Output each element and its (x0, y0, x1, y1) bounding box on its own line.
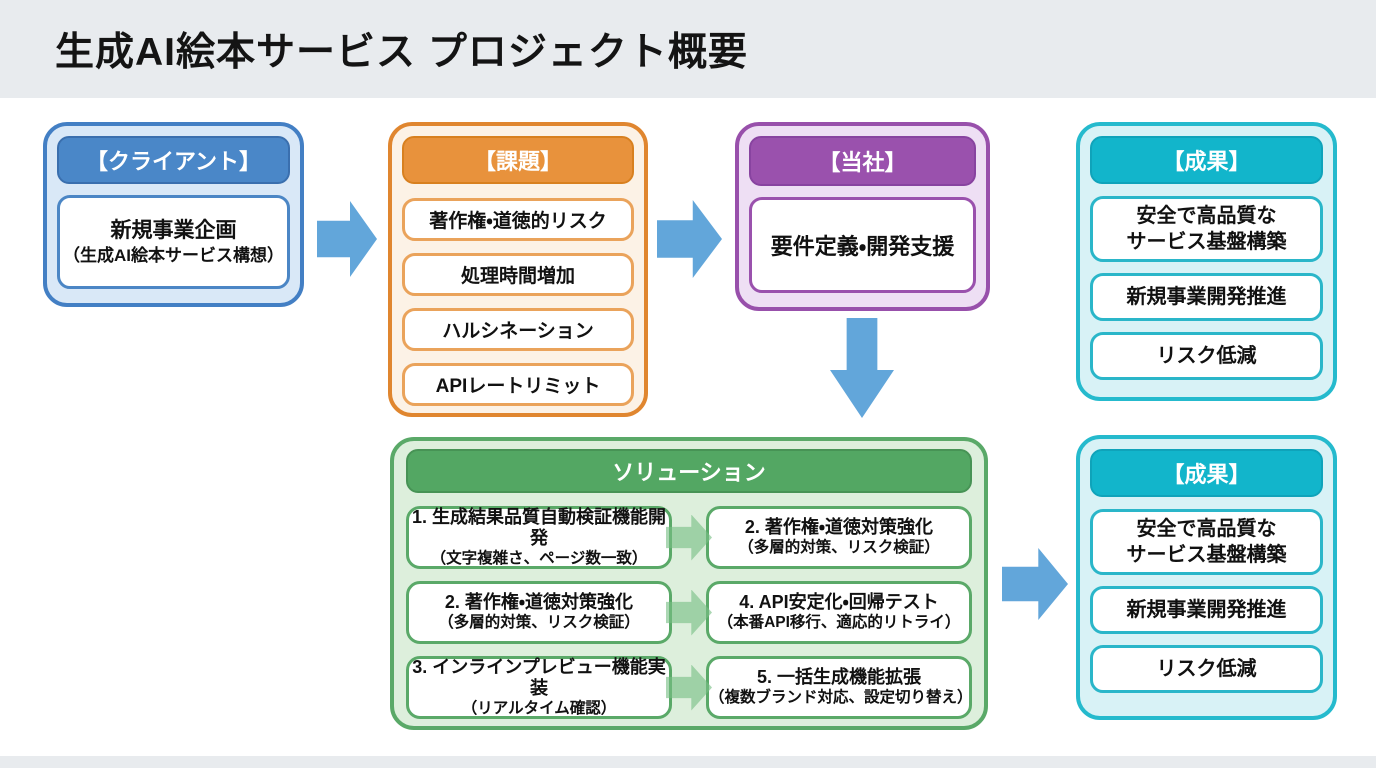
solution-item-subtitle: （複数ブランド対応、設定切り替え） (709, 689, 973, 706)
solution-item-2: 2. 著作権・道徳対策強化 （多層的対策、リスク検証） (706, 506, 972, 569)
solution-grid: 1. 生成結果品質自動検証機能開発 （文字複雑さ、ページ数一致） 2. 著作権・… (406, 506, 973, 719)
arrow-right-icon (317, 201, 377, 277)
solution-item-subtitle: （本番API移行、適応的リトライ） (717, 614, 961, 631)
result-item: リスク低減 (1090, 645, 1323, 693)
solution-item-title: 2. 著作権・道徳対策強化 (444, 592, 634, 613)
solution-item-title: 4. API安定化・回帰テスト (739, 592, 939, 613)
solution-item-3: 2. 著作権・道徳対策強化 （多層的対策、リスク検証） (406, 581, 672, 644)
results-top-card: 【成果】 安全で高品質な サービス基盤構築 新規事業開発推進 リスク低減 (1076, 122, 1337, 401)
arrow-down-icon (830, 318, 894, 418)
company-card: 【当社】 要件定義・開発支援 (735, 122, 990, 311)
solution-header: ソリューション (406, 449, 972, 493)
issues-card-header: 【課題】 (402, 136, 634, 184)
issues-card: 【課題】 著作権・道徳的リスク 処理時間増加 ハルシネーション APIレートリミ… (388, 122, 648, 417)
solution-item-5: 3. インラインプレビュー機能実装 （リアルタイム確認） (406, 656, 672, 719)
solution-card: ソリューション 1. 生成結果品質自動検証機能開発 （文字複雑さ、ページ数一致）… (390, 437, 988, 730)
issue-item: APIレートリミット (402, 363, 634, 406)
client-card-body: 新規事業企画 （生成AI絵本サービス構想） (57, 195, 290, 289)
client-body-title: 新規事業企画 (110, 219, 237, 243)
issue-item: ハルシネーション (402, 308, 634, 351)
result-item: 安全で高品質な サービス基盤構築 (1090, 509, 1323, 575)
arrow-right-icon (1002, 548, 1068, 620)
company-card-header: 【当社】 (749, 136, 976, 186)
bottom-band (0, 756, 1376, 768)
issue-item: 処理時間増加 (402, 253, 634, 296)
results-bottom-header: 【成果】 (1090, 449, 1323, 497)
solution-item-title: 3. インラインプレビュー機能実装 (412, 656, 666, 699)
solution-item-title: 2. 著作権・道徳対策強化 (744, 517, 934, 538)
solution-item-1: 1. 生成結果品質自動検証機能開発 （文字複雑さ、ページ数一致） (406, 506, 672, 569)
result-item: リスク低減 (1090, 332, 1323, 380)
solution-item-6: 5. 一括生成機能拡張 （複数ブランド対応、設定切り替え） (706, 656, 973, 719)
company-card-body: 要件定義・開発支援 (749, 197, 976, 293)
result-item: 新規事業開発推進 (1090, 586, 1323, 634)
solution-item-subtitle: （多層的対策、リスク検証） (438, 614, 640, 631)
solution-item-subtitle: （多層的対策、リスク検証） (738, 539, 940, 556)
solution-item-4: 4. API安定化・回帰テスト （本番API移行、適応的リトライ） (706, 581, 972, 644)
client-card: 【クライアント】 新規事業企画 （生成AI絵本サービス構想） (43, 122, 304, 307)
solution-item-subtitle: （リアルタイム確認） (461, 699, 617, 717)
page-title: 生成AI絵本サービス プロジェクト概要 (55, 31, 748, 74)
issue-item: 著作権・道徳的リスク (402, 198, 634, 241)
results-top-header: 【成果】 (1090, 136, 1323, 184)
title-bar: 生成AI絵本サービス プロジェクト概要 (0, 0, 1376, 98)
result-item: 安全で高品質な サービス基盤構築 (1090, 196, 1323, 262)
results-bottom-card: 【成果】 安全で高品質な サービス基盤構築 新規事業開発推進 リスク低減 (1076, 435, 1337, 720)
client-card-header: 【クライアント】 (57, 136, 290, 184)
solution-item-title: 1. 生成結果品質自動検証機能開発 (411, 506, 666, 549)
result-item: 新規事業開発推進 (1090, 273, 1323, 321)
client-body-subtitle: （生成AI絵本サービス構想） (63, 245, 284, 265)
arrow-right-icon (657, 200, 722, 278)
solution-item-subtitle: （文字複雑さ、ページ数一致） (430, 549, 648, 567)
solution-item-title: 5. 一括生成機能拡張 (756, 667, 921, 688)
